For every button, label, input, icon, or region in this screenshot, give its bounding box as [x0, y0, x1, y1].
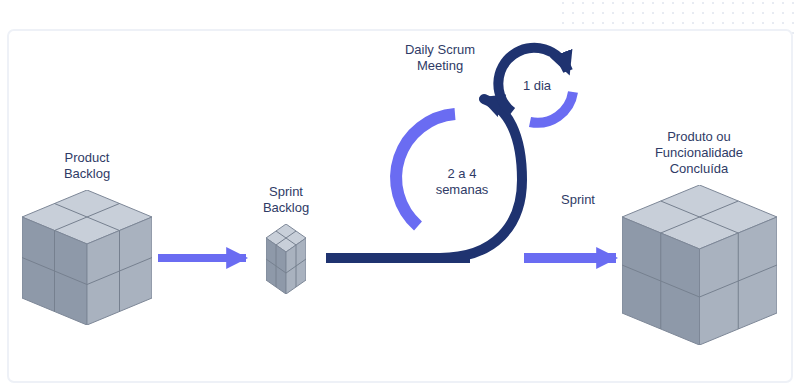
flow-arrow: [158, 254, 246, 262]
cube-title: Product Backlog: [47, 150, 127, 182]
cube-grid: [660, 201, 738, 233]
panel: [8, 30, 792, 382]
cube-face: [699, 217, 777, 345]
cube-grid: [22, 258, 87, 285]
sprint-cycle-arc: [396, 114, 455, 226]
cube-face: [622, 217, 700, 345]
cube-grid: [55, 204, 120, 231]
cube-face: [22, 217, 87, 325]
backlog-cube: Product Backlog: [20, 150, 154, 325]
cube-shape: [266, 224, 306, 294]
cube-shape: [622, 185, 777, 345]
cube-face: [87, 217, 152, 325]
cube-grid: [660, 201, 738, 233]
flow-arrow: [326, 253, 616, 263]
backlog-cube: Produto ou Funcionalidade Concluída: [620, 129, 778, 345]
dot-texture: [560, 0, 800, 34]
cube-grid: [55, 204, 120, 231]
cube-grid: [286, 259, 306, 273]
daily-loop: [498, 48, 568, 112]
cube-shape: [22, 190, 152, 325]
cube-title: Sprint Backlog: [255, 184, 317, 216]
cube-grid: [276, 231, 296, 245]
flow-label: 2 a 4 semanas: [431, 166, 493, 198]
flow-label: 1 dia: [520, 78, 554, 94]
cube-grid: [87, 258, 152, 285]
cube-grid: [276, 231, 296, 245]
backlog-cube: Sprint Backlog: [250, 184, 322, 294]
daily-cycle-arc: [530, 92, 573, 123]
cube-grid: [699, 265, 777, 297]
flow-label: Daily Scrum Meeting: [394, 42, 486, 74]
cube-face: [266, 238, 286, 294]
flow-label: Sprint: [548, 192, 608, 208]
cube-face: [286, 238, 306, 294]
cube-title: Produto ou Funcionalidade Concluída: [637, 129, 761, 177]
connector-group: [158, 258, 616, 259]
cube-grid: [266, 259, 286, 273]
cube-grid: [622, 265, 700, 297]
